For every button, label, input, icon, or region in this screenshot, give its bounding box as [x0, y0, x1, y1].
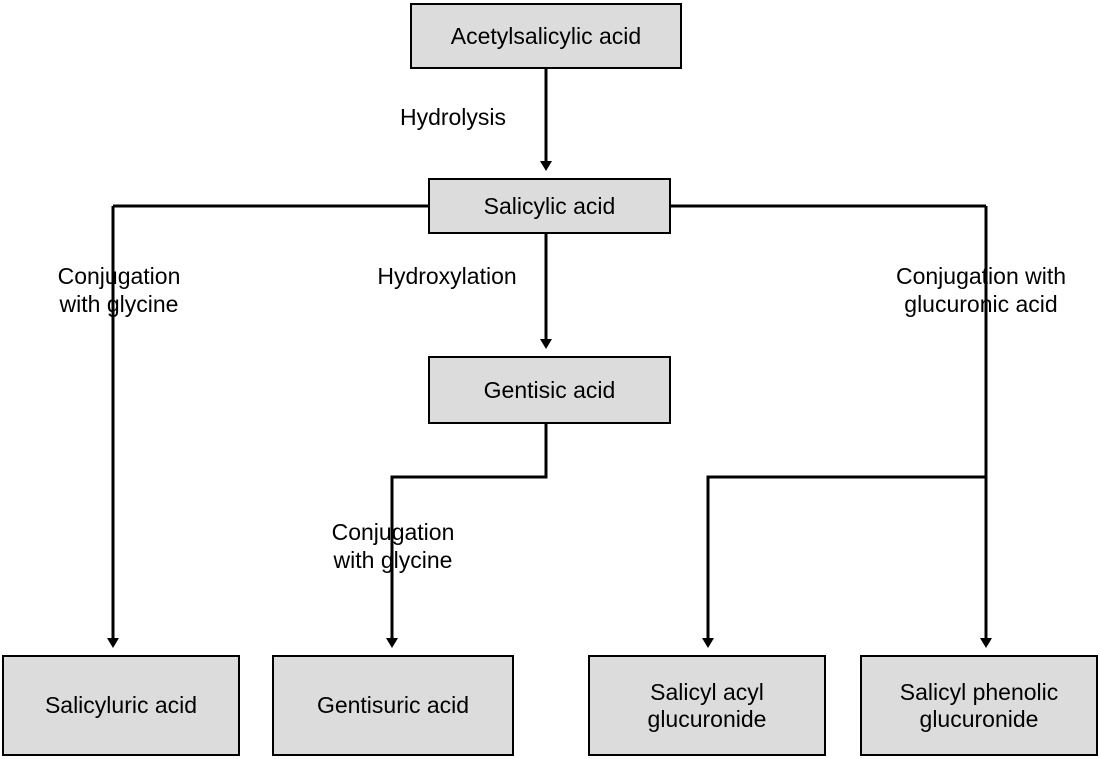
node-salicyluric-acid[interactable]: Salicyluric acid [2, 655, 240, 756]
edge-label-conjugation-with-glycine-mid: Conjugation with glycine [331, 519, 455, 574]
edge-gentisic-to-gentisuric [386, 424, 548, 648]
node-label: Acetylsalicylic acid [450, 22, 642, 49]
edge-label-hydrolysis: Hydrolysis [399, 104, 507, 130]
node-salicyl-acyl-glucuronide[interactable]: Salicyl acyl glucuronide [588, 655, 826, 756]
edge-label-hydroxylation: Hydroxylation [377, 263, 517, 289]
node-gentisic-acid[interactable]: Gentisic acid [428, 356, 671, 424]
edge-label-conjugation-with-glycine-left: Conjugation with glycine [57, 263, 181, 318]
node-label: Salicyl acyl glucuronide [647, 678, 767, 732]
node-label: Salicyluric acid [44, 692, 198, 719]
node-salicyl-phenolic-glucuronide[interactable]: Salicyl phenolic glucuronide [860, 655, 1098, 756]
node-label: Gentisuric acid [316, 692, 470, 719]
node-label: Salicylic acid [483, 192, 616, 219]
node-acetylsalicylic-acid[interactable]: Acetylsalicylic acid [410, 3, 682, 69]
edge-label-conjugation-with-glucuronic-acid: Conjugation with glucuronic acid [895, 263, 1067, 318]
edge-glucuronic-to-salicyl-acyl [702, 475, 986, 648]
node-label: Gentisic acid [483, 376, 616, 403]
node-gentisuric-acid[interactable]: Gentisuric acid [272, 655, 514, 756]
node-salicylic-acid[interactable]: Salicylic acid [428, 178, 671, 234]
node-label: Salicyl phenolic glucuronide [899, 678, 1059, 732]
